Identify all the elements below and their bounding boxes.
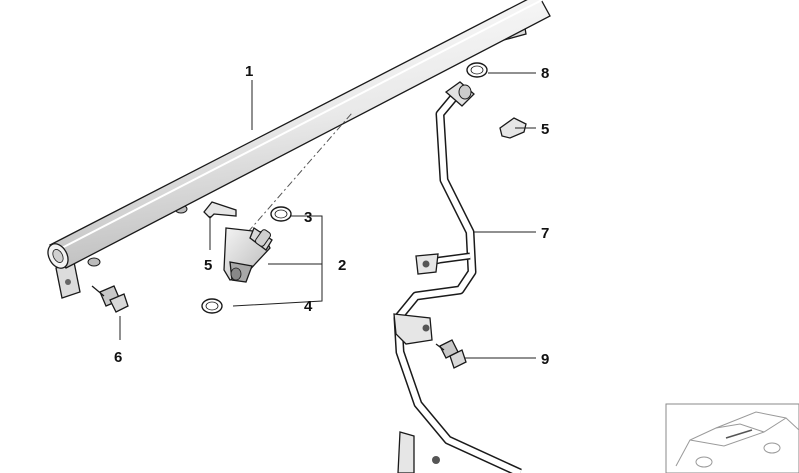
leader-lines bbox=[119, 72, 536, 359]
o-ring-icon bbox=[466, 62, 488, 78]
fuel-rail-icon bbox=[47, 0, 551, 299]
callout-8: 8 bbox=[541, 65, 549, 82]
callout-6: 6 bbox=[114, 349, 122, 366]
fuel-injector-icon bbox=[223, 227, 273, 283]
callout-5-right: 5 bbox=[541, 121, 549, 138]
o-ring-icon bbox=[270, 206, 292, 222]
vehicle-thumbnail-icon bbox=[665, 403, 799, 473]
alignment-line bbox=[247, 112, 353, 233]
callout-5-left: 5 bbox=[204, 257, 212, 274]
clip-icon bbox=[499, 117, 527, 139]
fuel-line-icon bbox=[393, 81, 522, 473]
bolt-icon bbox=[435, 339, 467, 369]
bolt-icon bbox=[91, 285, 129, 313]
callout-4: 4 bbox=[304, 298, 313, 315]
callout-3: 3 bbox=[304, 209, 312, 226]
callout-2: 2 bbox=[338, 257, 346, 274]
callout-1: 1 bbox=[245, 63, 253, 80]
o-ring-icon bbox=[201, 298, 223, 314]
callout-9: 9 bbox=[541, 351, 549, 368]
clip-icon bbox=[203, 201, 237, 219]
callout-7: 7 bbox=[541, 225, 549, 242]
